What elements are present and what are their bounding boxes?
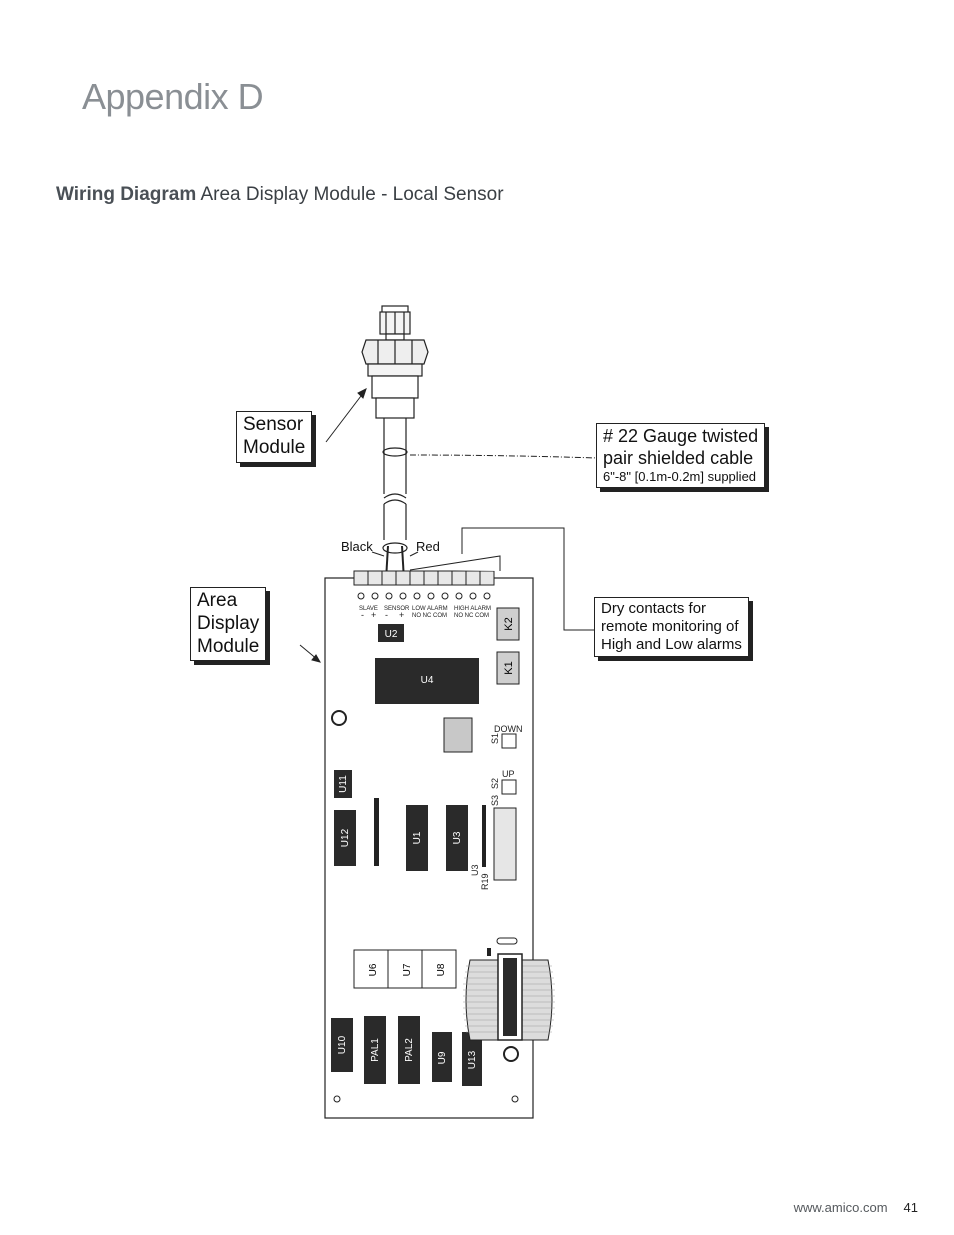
chip-u13 (462, 1032, 482, 1086)
dip-switch (493, 807, 517, 881)
up-switch (501, 779, 517, 795)
wire-label-red: Red (416, 539, 440, 554)
chip-pal1-label: PAL1 (370, 1038, 381, 1062)
chip-u2-label: U2 (385, 629, 398, 640)
label-s3: S3 (490, 795, 500, 806)
relay-k1 (496, 651, 520, 685)
label-s1: S1 (490, 733, 500, 744)
mount-hole (333, 1095, 341, 1103)
label-slave: SLAVE (359, 606, 378, 612)
chip-u7-label: U7 (402, 963, 413, 976)
callout-dry-line2: remote monitoring of (601, 618, 739, 635)
label-slave-minus: - (361, 610, 364, 620)
footer: www.amico.com 41 (794, 1200, 918, 1215)
callout-area-line1: Area (197, 590, 238, 611)
relay-k2-label: K2 (503, 617, 515, 630)
chip-u6 (353, 949, 389, 989)
chip-u9-label: U9 (437, 1051, 448, 1064)
ic-chips: U11 U12 U1 U3 U10 PAL1 PAL2 U9 U13 (331, 770, 482, 1086)
callout-dry-line1: Dry contacts for (601, 600, 707, 617)
sensor-module-drawing (361, 305, 429, 581)
header-bar (374, 798, 379, 866)
wire-label-black: Black (341, 539, 373, 554)
footer-page-number: 41 (903, 1200, 918, 1215)
label-high-contacts: NO NC COM (454, 613, 489, 619)
chip-u1-label: U1 (412, 831, 423, 844)
section-heading-rest: Area Display Module - Local Sensor (196, 184, 504, 205)
chip-pal1 (364, 1016, 386, 1084)
chip-u11-label: U11 (338, 775, 349, 793)
callout-area-line2: Display (197, 612, 260, 634)
callout-sensor-module: Sensor Module (236, 411, 313, 463)
callout-sensor-line1: Sensor (243, 414, 304, 435)
chip-pal2-label: PAL2 (404, 1038, 415, 1062)
callout-cable-line2: pair shielded cable (603, 447, 754, 468)
mount-hole (503, 1046, 519, 1062)
chip-u13-label: U13 (467, 1050, 478, 1069)
chip-u8-label: U8 (436, 963, 447, 976)
callout-cable-note: 6"-8" [0.1m-0.2m] supplied (603, 469, 757, 485)
callout-dry-contacts: Dry contacts for remote monitoring of Hi… (594, 597, 749, 657)
label-down: DOWN (494, 724, 523, 734)
label-high-alarm: HIGH ALARM (454, 606, 491, 612)
label-low-alarm: LOW ALARM (412, 606, 448, 612)
chip-pal2 (398, 1016, 420, 1084)
terminal-block (353, 555, 501, 600)
chip-u1 (406, 805, 428, 871)
mount-hole (331, 710, 347, 726)
label-s2: S2 (490, 778, 500, 789)
chip-u10 (331, 1018, 353, 1072)
chip-u9 (432, 1032, 452, 1082)
ribbon-cable (463, 937, 555, 1041)
chip-u8 (421, 949, 457, 989)
chip-u4 (375, 658, 479, 704)
chip-u3 (446, 805, 468, 871)
chip-u3-label: U3 (452, 831, 463, 844)
section-heading-bold: Wiring Diagram (56, 184, 197, 205)
chip-u12-label: U12 (340, 828, 351, 847)
label-low-contacts: NO NC COM (412, 613, 447, 619)
chip-u4-label: U4 (421, 675, 434, 686)
page-title: Appendix D (82, 76, 264, 117)
label-up: UP (502, 769, 515, 779)
circuit-board: SLAVE SENSOR LOW ALARM HIGH ALARM - + - … (324, 555, 555, 1119)
label-sensor: SENSOR (384, 606, 410, 612)
callout-cable: # 22 Gauge twisted pair shielded cable 6… (596, 423, 766, 488)
chip-u11 (334, 770, 352, 798)
chip-u10-label: U10 (337, 1035, 348, 1054)
label-sensor-plus: + (399, 610, 404, 620)
leader-lines (299, 388, 599, 663)
relay-k1-label: K1 (503, 661, 515, 674)
chip-u12 (334, 810, 356, 866)
callout-sensor-line2: Module (243, 436, 306, 458)
chip-u2 (378, 624, 404, 642)
mount-hole (511, 1095, 519, 1103)
label-slave-plus: + (371, 610, 376, 620)
callout-area-display-module: Area Display Module (190, 587, 267, 662)
callout-dry-line3: High and Low alarms (601, 636, 742, 653)
chip-u7 (387, 949, 423, 989)
callout-cable-line1: # 22 Gauge twisted (603, 426, 759, 446)
label-r19: R19 (480, 873, 490, 890)
regulator (443, 717, 473, 753)
footer-url: www.amico.com (793, 1200, 888, 1215)
relay-k2 (496, 607, 520, 641)
label-u3-small: U3 (470, 864, 480, 876)
down-switch (501, 733, 517, 749)
resistor-r19 (482, 805, 486, 867)
chip-u6-label: U6 (368, 963, 379, 976)
callout-area-line3: Module (197, 635, 260, 657)
section-heading: Wiring Diagram Area Display Module - Loc… (56, 184, 504, 206)
label-sensor-minus: - (385, 610, 388, 620)
